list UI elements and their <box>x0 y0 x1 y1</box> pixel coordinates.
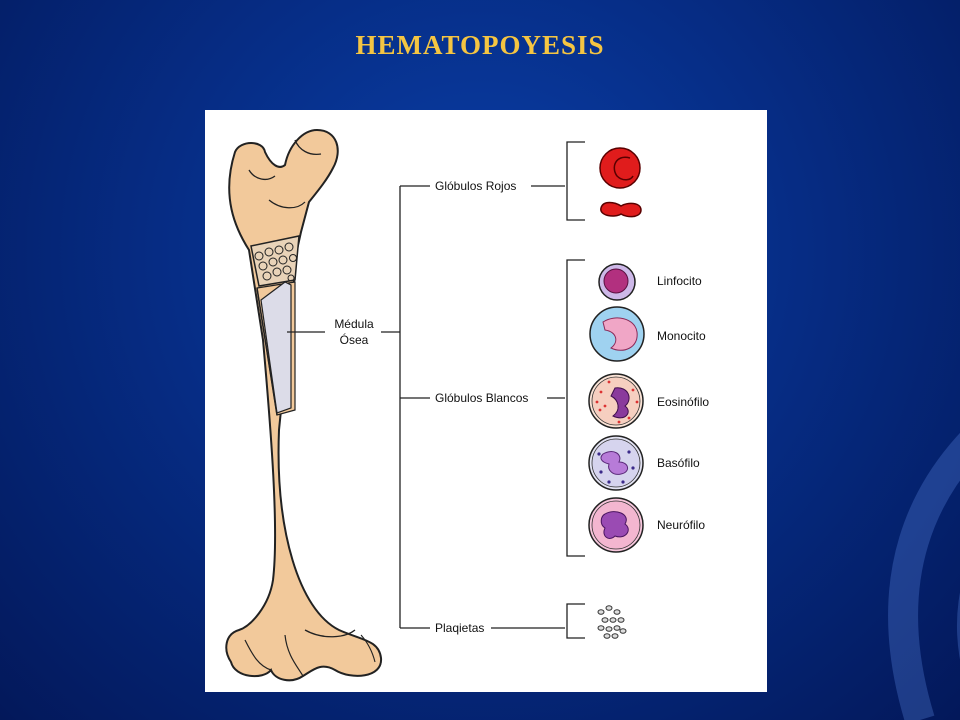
monocyte-cell <box>589 306 645 362</box>
red-blood-cell-face <box>599 147 641 189</box>
white-cells-label: Glóbulos Blancos <box>435 391 529 405</box>
marrow-label-line2: Ósea <box>339 333 369 347</box>
bone-marrow-cavity <box>256 281 296 416</box>
lymphocyte-label: Linfocito <box>657 274 702 288</box>
eosinophil-label: Eosinófilo <box>657 395 710 409</box>
spongy-bone <box>250 235 300 287</box>
monocyte-label: Monocito <box>657 329 706 343</box>
red-cells-label: Glóbulos Rojos <box>435 179 517 193</box>
marrow-label-line1: Médula <box>334 317 374 331</box>
neutrophil-cell <box>588 497 644 553</box>
neutrophil-label: Neurófilo <box>657 518 706 532</box>
hematopoiesis-diagram: Médula Ósea Glóbulos Rojos Glóbulos Blan… <box>205 110 767 692</box>
lymphocyte-cell <box>598 263 636 301</box>
diagram-canvas <box>225 128 645 682</box>
femur-bone <box>225 128 383 682</box>
slide-title: HEMATOPOYESIS <box>355 30 605 60</box>
platelets-label: Plaqietas <box>435 621 485 635</box>
platelets-cluster <box>597 605 627 639</box>
connector-lines <box>287 141 585 639</box>
basophil-label: Basófilo <box>657 456 700 470</box>
eosinophil-cell <box>588 373 644 429</box>
basophil-cell <box>588 435 644 491</box>
red-blood-cell-side <box>600 201 642 218</box>
